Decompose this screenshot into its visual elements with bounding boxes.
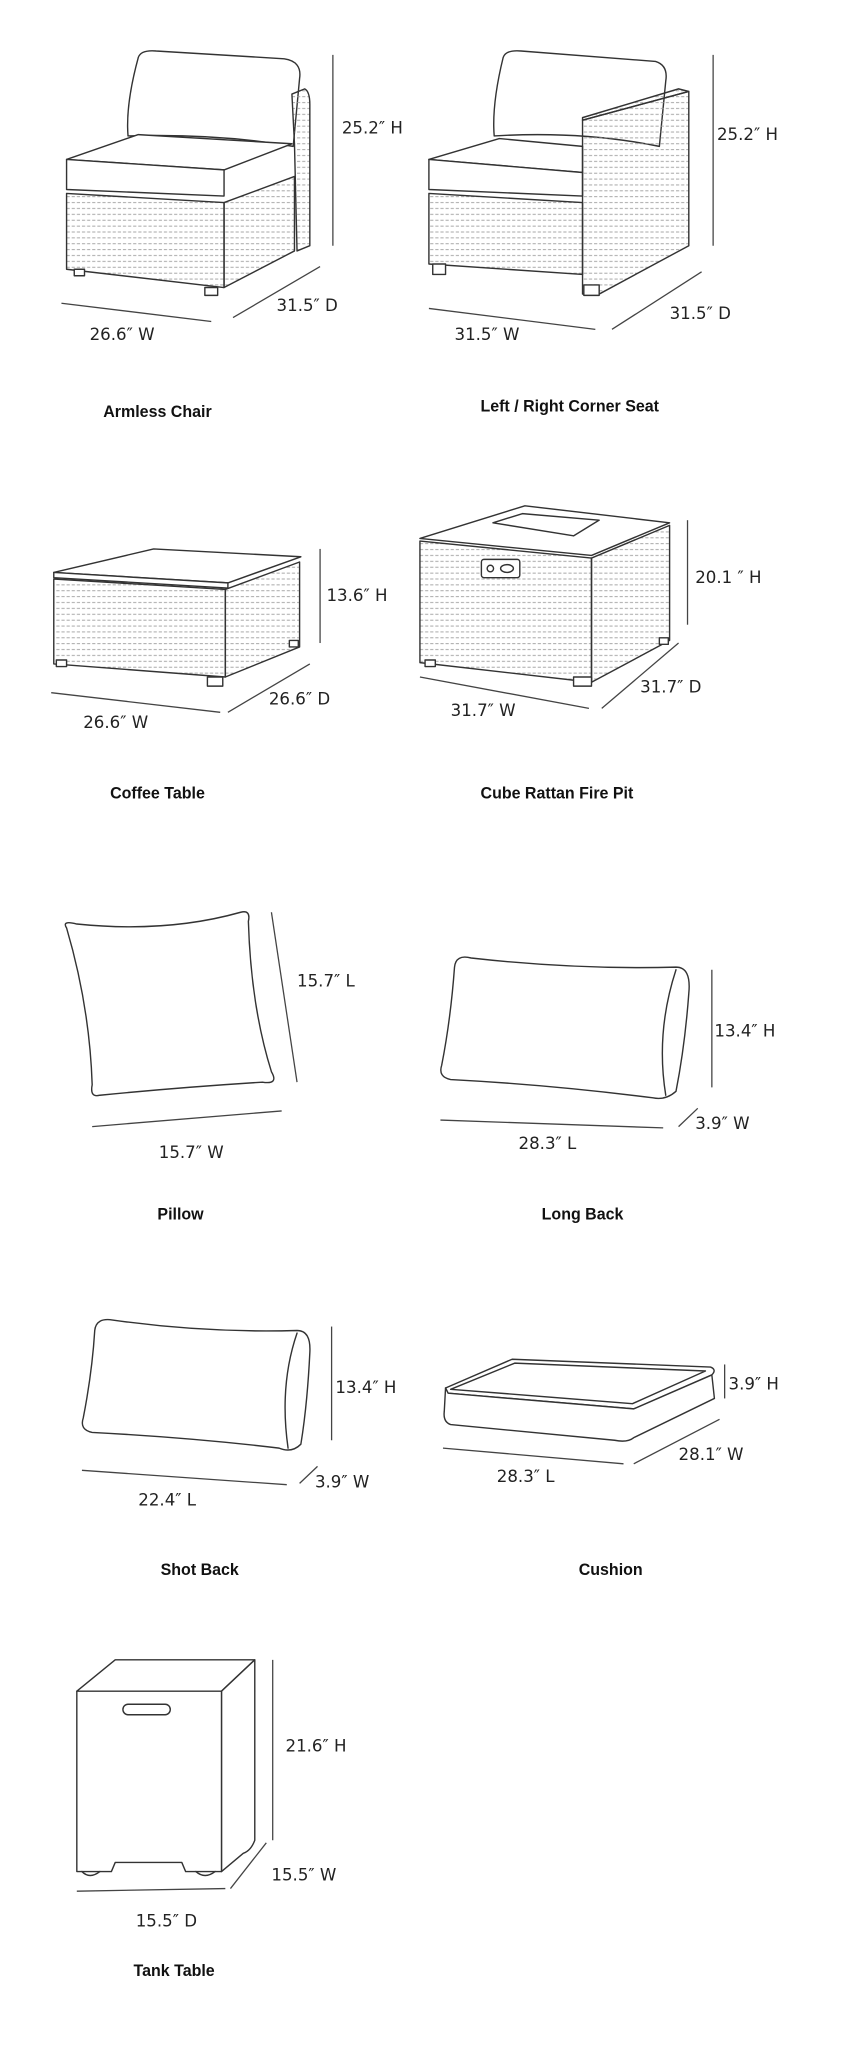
dimension-height: 21.6″ H: [286, 1735, 347, 1755]
dimension-width: 15.5″ W: [271, 1865, 336, 1885]
shot-back-drawing: 13.4″ H 3.9″ W 22.4″ L Shot Back: [81, 1318, 396, 1579]
long-back-drawing: 13.4″ H 3.9″ W 28.3″ L Long Back: [440, 956, 775, 1223]
product-title: Left / Right Corner Seat: [480, 398, 659, 416]
armless-chair-drawing: 25.2″ H 31.5″ D 26.6″ W Armless Chair: [61, 50, 403, 421]
product-title: Cushion: [579, 1561, 643, 1579]
dimension-depth: 31.7″ D: [640, 677, 701, 697]
dimension-height: 25.2″ H: [717, 124, 778, 144]
dimension-width: 3.9″ W: [695, 1113, 750, 1133]
product-title: Long Back: [542, 1205, 624, 1223]
fire-pit-drawing: 20.1 ″ H 31.7″ D 31.7″ W Cube Rattan Fir…: [419, 505, 761, 803]
pillow-drawing: 15.7″ L 15.7″ W Pillow: [64, 911, 355, 1223]
dimension-height: 25.2″ H: [342, 117, 403, 137]
product-title: Tank Table: [134, 1962, 215, 1980]
dimension-width: 15.7″ W: [159, 1142, 224, 1162]
product-title: Coffee Table: [110, 784, 205, 802]
dimension-height: 13.4″ H: [714, 1020, 775, 1040]
dimension-depth: 26.6″ D: [269, 688, 330, 708]
tank-table-drawing: 21.6″ H 15.5″ W 15.5″ D Tank Table: [76, 1659, 347, 1980]
product-title: Armless Chair: [103, 403, 212, 421]
dimension-depth: 31.5″ D: [670, 303, 731, 323]
dimension-width: 3.9″ W: [315, 1471, 370, 1491]
dimension-length: 28.3″ L: [497, 1466, 555, 1486]
product-title: Cube Rattan Fire Pit: [481, 784, 634, 802]
dimension-width: 31.7″ W: [451, 700, 516, 720]
dimension-width: 28.1″ W: [679, 1444, 744, 1464]
dimension-height: 13.6″ H: [326, 585, 387, 605]
dimension-length: 28.3″ L: [519, 1133, 577, 1153]
dimension-length: 15.7″ L: [297, 971, 355, 991]
dimension-depth: 15.5″ D: [136, 1910, 197, 1930]
product-title: Shot Back: [161, 1561, 239, 1579]
dimension-width: 26.6″ W: [90, 324, 155, 344]
dimension-height: 13.4″ H: [335, 1377, 396, 1397]
corner-seat-drawing: 25.2″ H 31.5″ D 31.5″ W Left / Right Cor…: [428, 50, 778, 416]
coffee-table-drawing: 13.6″ H 26.6″ D 26.6″ W Coffee Table: [51, 548, 387, 803]
dimension-height: 3.9″ H: [728, 1373, 778, 1393]
cushion-drawing: 3.9″ H 28.1″ W 28.3″ L Cushion: [442, 1358, 779, 1579]
dimension-length: 22.4″ L: [138, 1489, 196, 1509]
product-title: Pillow: [157, 1205, 204, 1223]
dimension-depth: 31.5″ D: [277, 295, 338, 315]
dimension-width: 31.5″ W: [455, 324, 520, 344]
dimension-height: 20.1 ″ H: [695, 567, 761, 587]
dimension-width: 26.6″ W: [83, 712, 148, 732]
